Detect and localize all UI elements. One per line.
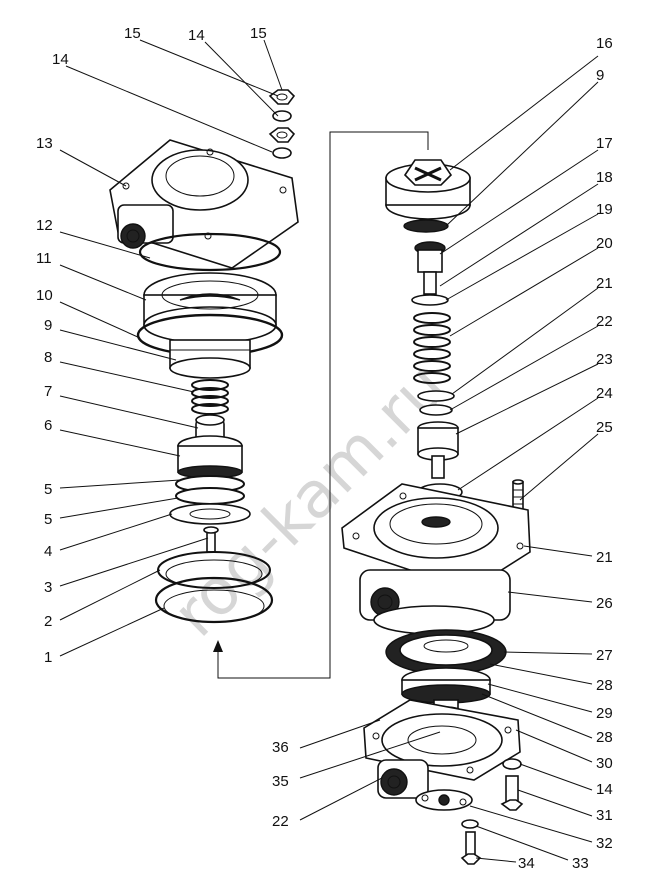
callout-label: 21 xyxy=(596,549,613,566)
pin-3 xyxy=(203,526,219,553)
callout-label: 10 xyxy=(36,287,53,304)
callout-label: 21 xyxy=(596,275,613,292)
o-ring-12 xyxy=(138,232,282,272)
callout-label: 14 xyxy=(52,51,69,68)
callout-label: 27 xyxy=(596,647,613,664)
callout-label: 6 xyxy=(44,417,52,434)
callout-label: 11 xyxy=(36,250,52,267)
callout-label: 3 xyxy=(44,579,52,596)
callout-label: 5 xyxy=(44,511,52,528)
callout-label: 35 xyxy=(272,773,289,790)
callout-label: 26 xyxy=(596,595,613,612)
callout-label: 2 xyxy=(44,613,52,630)
piston-11 xyxy=(143,272,277,344)
callout-label: 18 xyxy=(596,169,613,186)
washer-14-right xyxy=(502,758,522,770)
callout-label: 8 xyxy=(44,349,52,366)
bushing-23 xyxy=(417,421,459,479)
callout-label: 22 xyxy=(596,313,613,330)
callout-label: 14 xyxy=(188,27,205,44)
callout-label: 34 xyxy=(518,855,535,872)
spring-20 xyxy=(413,312,451,384)
stem-17 xyxy=(414,241,446,295)
assembly-connector-arrow xyxy=(213,131,429,679)
callout-label: 14 xyxy=(596,781,613,798)
callout-label: 13 xyxy=(36,135,53,152)
callout-label: 28 xyxy=(596,677,613,694)
membrane-27 xyxy=(385,629,507,675)
housing-flange xyxy=(341,483,531,591)
leader-lines xyxy=(59,39,599,863)
callout-label: 16 xyxy=(596,35,613,52)
housing-cover-13 xyxy=(109,139,299,269)
left-assembly xyxy=(109,89,299,624)
callout-label: 32 xyxy=(596,835,613,852)
ring-1 xyxy=(154,576,274,624)
callout-label: 9 xyxy=(596,67,604,84)
piston-29 xyxy=(401,667,491,704)
washer-19 xyxy=(411,294,449,306)
callout-label: 20 xyxy=(596,235,613,252)
nut-15-top xyxy=(268,89,296,105)
callout-label: 25 xyxy=(596,419,613,436)
callout-label: 15 xyxy=(124,25,141,42)
callout-label: 15 xyxy=(250,25,267,42)
washer-33 xyxy=(461,819,479,829)
left-callout-labels: 15 14 15 14 13 12 11 10 9 8 7 6 5 5 4 3 … xyxy=(36,25,267,666)
washer-14-lower xyxy=(272,147,292,159)
callout-label: 28 xyxy=(596,729,613,746)
callout-label: 1 xyxy=(44,649,52,666)
callout-label: 22 xyxy=(272,813,289,830)
body-26 xyxy=(359,569,511,635)
cap-2 xyxy=(157,551,271,589)
callout-label: 23 xyxy=(596,351,613,368)
ring-22 xyxy=(419,404,453,416)
plate-32 xyxy=(415,789,473,811)
right-assembly xyxy=(341,159,531,865)
callout-label: 29 xyxy=(596,705,613,722)
nut-15-lower xyxy=(268,127,296,143)
bolt-34 xyxy=(460,831,482,865)
bolt-31 xyxy=(500,775,524,811)
cap-16 xyxy=(385,159,471,220)
callout-label: 7 xyxy=(44,383,52,400)
outlet-port-22 xyxy=(377,759,429,799)
callout-label: 5 xyxy=(44,481,52,498)
callout-label: 9 xyxy=(44,317,52,334)
plate-4 xyxy=(169,503,251,525)
seal-9 xyxy=(169,339,251,379)
valve-body-6 xyxy=(177,435,243,479)
callout-label: 19 xyxy=(596,201,613,218)
o-ring-9-right xyxy=(403,219,449,233)
spring-8 xyxy=(191,379,229,415)
callout-label: 24 xyxy=(596,385,613,402)
washer-21 xyxy=(417,390,455,402)
callout-label: 31 xyxy=(596,807,613,824)
washer-14-top xyxy=(272,110,292,122)
callout-label: 33 xyxy=(572,855,589,872)
callout-label: 36 xyxy=(272,739,289,756)
callout-label: 12 xyxy=(36,217,53,234)
ring-5-lower xyxy=(175,487,245,505)
callout-label: 4 xyxy=(44,543,52,560)
callout-label: 30 xyxy=(596,755,613,772)
right-callout-labels: 16 9 17 18 19 20 21 22 23 24 25 21 26 27… xyxy=(272,35,613,872)
callout-label: 17 xyxy=(596,135,613,152)
